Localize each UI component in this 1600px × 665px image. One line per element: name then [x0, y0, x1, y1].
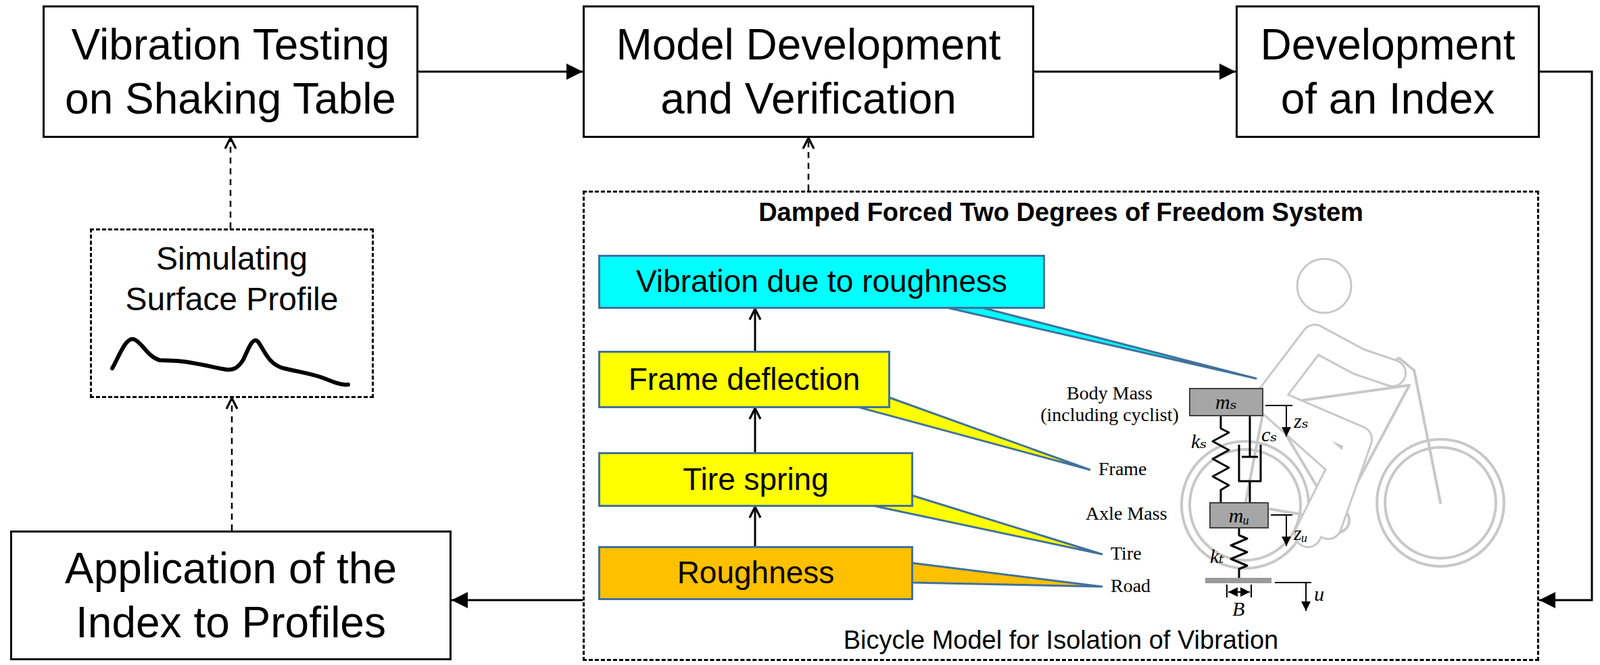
symbol-label: cₛ [1261, 423, 1277, 447]
part-label: Tire [1110, 542, 1142, 565]
cyclist-outline [1267, 337, 1393, 535]
symbol-label: B [1232, 597, 1245, 622]
width-ticks [1226, 584, 1252, 598]
node-text: mₛ [1215, 392, 1238, 413]
symbol-label: kₜ [1209, 544, 1225, 569]
dashed-arrow [807, 137, 810, 191]
symbol-label: kₛ [1191, 429, 1207, 454]
process-box: Development of an Index [1235, 5, 1540, 138]
node-text: Vibration due to roughness [636, 262, 1008, 302]
symbol-label: zᵤ [1293, 521, 1308, 546]
node-text: Development of an Index [1251, 17, 1525, 126]
effect-box: Frame deflection [598, 350, 891, 409]
symbol-label: zₛ [1293, 409, 1309, 434]
part-label: Road [1110, 575, 1151, 597]
tire-spring [1230, 528, 1248, 578]
width-arrow [1228, 591, 1250, 593]
model-frame: Damped Forced Two Degrees of Freedom Sys… [582, 190, 1540, 662]
body-spring [1212, 416, 1229, 503]
dashed-arrow [229, 137, 232, 229]
flow-arrow [418, 70, 583, 74]
process-box: Vibration Testing on Shaking Table [42, 5, 419, 138]
mass-block: mᵤ [1209, 502, 1269, 529]
process-box: Model Development and Verification [582, 5, 1035, 138]
flow-arrow [451, 599, 583, 602]
mass-block: mₛ [1189, 388, 1264, 417]
dashed-box: Simulating Surface Profile [89, 228, 374, 399]
effect-box: Tire spring [598, 452, 914, 507]
dashed-arrow [231, 398, 234, 531]
displacement-arrow [1285, 405, 1288, 437]
process-box: Application of the Index to Profiles [10, 530, 452, 661]
part-label: Frame [1098, 458, 1148, 480]
flow-arrow [1034, 70, 1236, 74]
node-text: Vibration Testing on Shaking Table [60, 17, 401, 126]
suspension-model [1205, 405, 1312, 612]
node-text: Frame deflection [628, 360, 861, 400]
node-text: mᵤ [1228, 505, 1250, 526]
flow-arrow [1539, 71, 1592, 601]
road-surface [1205, 577, 1272, 584]
node-text: Tire spring [682, 460, 829, 500]
bicycle-outline [1189, 449, 1301, 561]
surface-profile-line [112, 339, 349, 386]
frame-title: Damped Forced Two Degrees of Freedom Sys… [584, 196, 1538, 230]
frame-caption: Bicycle Model for Isolation of Vibration [584, 624, 1538, 658]
node-text: Model Development and Verification [600, 17, 1016, 126]
callout-wedge [946, 307, 1256, 379]
node-text: Simulating Surface Profile [105, 238, 359, 320]
cyclist-outline [1267, 258, 1393, 535]
flow-arrow [754, 408, 757, 453]
bicycle-outline [1414, 370, 1441, 503]
callout-wedge [911, 563, 1102, 587]
node-text: Application of the Index to Profiles [25, 541, 436, 650]
symbol-label: u [1314, 582, 1325, 607]
bicycle-outline [1181, 441, 1309, 569]
damper [1239, 416, 1261, 503]
effect-box: Roughness [598, 546, 914, 601]
cyclist-outline [1267, 337, 1393, 535]
displacement-arrow [1305, 582, 1307, 612]
effect-box: Vibration due to roughness [598, 254, 1046, 309]
cyclist-outline [1297, 258, 1352, 313]
part-label: Body Mass (including cyclist) [1036, 382, 1183, 426]
displacement-arrow [1285, 515, 1288, 547]
flow-arrow [754, 308, 757, 351]
part-label: Axle Mass [1085, 502, 1168, 525]
node-text: Roughness [677, 553, 835, 593]
flow-arrow [754, 506, 757, 547]
